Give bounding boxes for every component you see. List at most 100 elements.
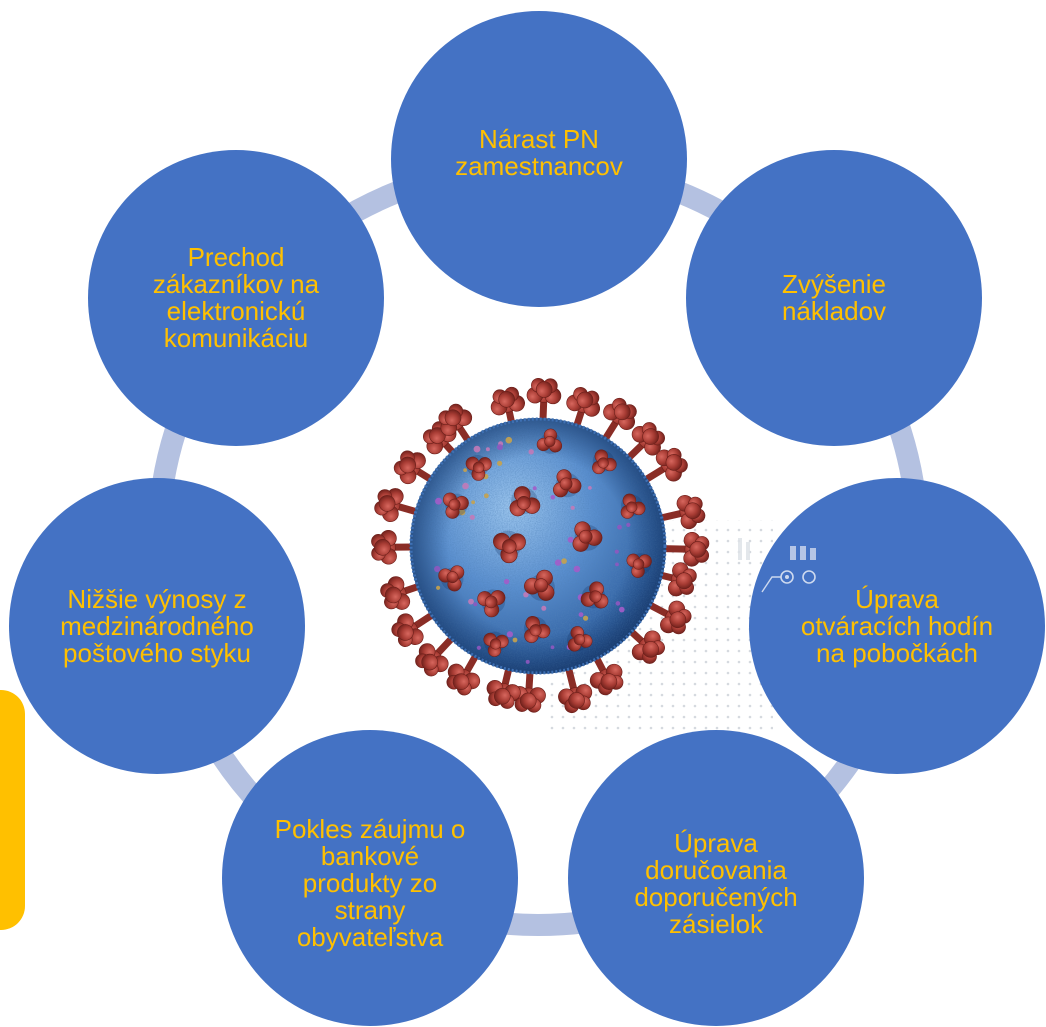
virus-spike-lobe [452,673,470,690]
node-label-line: Úprava [674,828,758,858]
virus-spike-lobe [384,586,402,604]
virus-surface-dot [614,549,619,554]
virus-surface-dot [523,592,529,598]
virus-spike-lobe [502,539,517,554]
virus-body-rim [409,417,667,675]
virus-spike [438,403,473,446]
virus-spike [572,521,603,552]
node-label-line: Úprava [855,583,939,614]
virus-surface-dot [473,445,481,453]
virus-spike-lobe [493,687,511,705]
cycle-node-5: Pokles záujmu o bankové produkty zo stra… [222,730,518,1026]
node-label-line: zákazníkov na [152,269,320,299]
virus-surface-dot [463,468,467,472]
virus-surface-dot [532,486,537,491]
virus-spike [656,495,706,530]
virus-surface-dot [550,645,555,650]
virus-spike-lobe [519,692,537,710]
node-label-line: medzinárodného [60,610,254,641]
virus-spike-lobe [669,611,687,629]
virus-spike [645,600,692,635]
virus-spike-lobe [689,541,707,558]
virus-spike [626,553,652,578]
virus-surface-dot [497,460,503,466]
virus-spike [442,492,469,519]
virus-spike-lobe [529,624,542,637]
virus-spike [553,469,582,498]
virus-spike-lobe [535,381,553,398]
virus-spike-lobe [516,495,531,510]
virus-surface-dot [506,631,513,638]
virus-surface-dot [567,536,574,543]
node-label-line: bankové [320,840,420,871]
virus-spike-lobe [684,502,702,520]
node-label-line: strany [334,894,406,925]
virus-spike-lobe [498,391,515,408]
virus-spike [641,447,688,484]
virus-spike [592,449,617,475]
virus-spike-lobe [472,461,485,474]
virus-spike-lobe [613,403,631,421]
virus-spike-lobe [421,653,438,671]
virus-spike-lobe [397,624,414,641]
node-label-line: zásielok [669,909,763,939]
node-label-line: na pobočkách [816,637,978,668]
virus-spike [374,488,421,523]
cycle-node-4: Úprava doručovania doporučených zásielok [568,730,864,1026]
node-label-line: zamestnancov [455,151,623,181]
virus-surface-dot [476,645,481,650]
virus-surface-dot [617,524,622,530]
virus-spike-lobe [378,495,396,512]
virus-surface-dot [496,444,503,451]
virus-spike-lobe [573,633,586,646]
virus-surface-dot [615,562,619,567]
virus-spike-lobe [675,572,693,590]
virus-spike [391,610,437,647]
virus-spike-lobe [374,538,391,556]
node-label-line: poštového styku [63,637,251,668]
virus-surface-dot [615,601,621,606]
virus-spike [380,576,423,610]
virus-spike-lobe [534,578,549,593]
virus-surface-dot [434,565,441,573]
accent-tab [0,690,25,930]
virus-spike [620,493,646,519]
virus-spike-lobe [665,454,683,471]
virus-spike [415,634,457,677]
virus-spike [490,386,525,427]
cycle-node-3: Úprava otváracích hodín na pobočkách [749,478,1045,774]
virus-spike [624,422,665,463]
virus-surface-dot [554,559,562,566]
virus-spike [601,397,637,444]
virus-spike [558,664,593,714]
virus-spike [493,530,526,564]
virus-spike-lobe [568,692,585,709]
virus-spike-lobe [578,529,593,544]
virus-spike-lobe [559,477,573,491]
virus-surface-dot [468,598,474,605]
cycle-node-6: Nižšie výnosy z medzinárodného poštového… [9,478,305,774]
node-label-line: nákladov [781,296,887,326]
node-label-line: doporučených [634,882,798,912]
virus-surface-dot [435,497,442,505]
virus-surface-dot [588,486,592,490]
cycle-node-7: Prechod zákazníkov na elektronickú komun… [88,150,384,446]
virus-surface-dot [561,558,567,564]
virus-spike-lobe [484,595,498,609]
node-label-line: Nižšie výnosy z [67,583,247,614]
cycle-node-1: Nárast PN zamestnancov [391,11,687,307]
virus-surface-dot [462,482,469,490]
virus-surface-dot [626,522,631,528]
coronavirus-illustration [371,377,710,714]
virus-spike [566,386,601,431]
node-label-line: elektronickú [166,296,306,326]
virus-surface-dot [469,514,475,520]
virus-spike [524,569,555,601]
virus-surface-dot [578,612,584,617]
virus-spike-lobe [642,641,659,658]
virus-spike-lobe [600,673,618,690]
virus-surface-dot [528,449,534,455]
virus-surface-dot [512,637,518,643]
